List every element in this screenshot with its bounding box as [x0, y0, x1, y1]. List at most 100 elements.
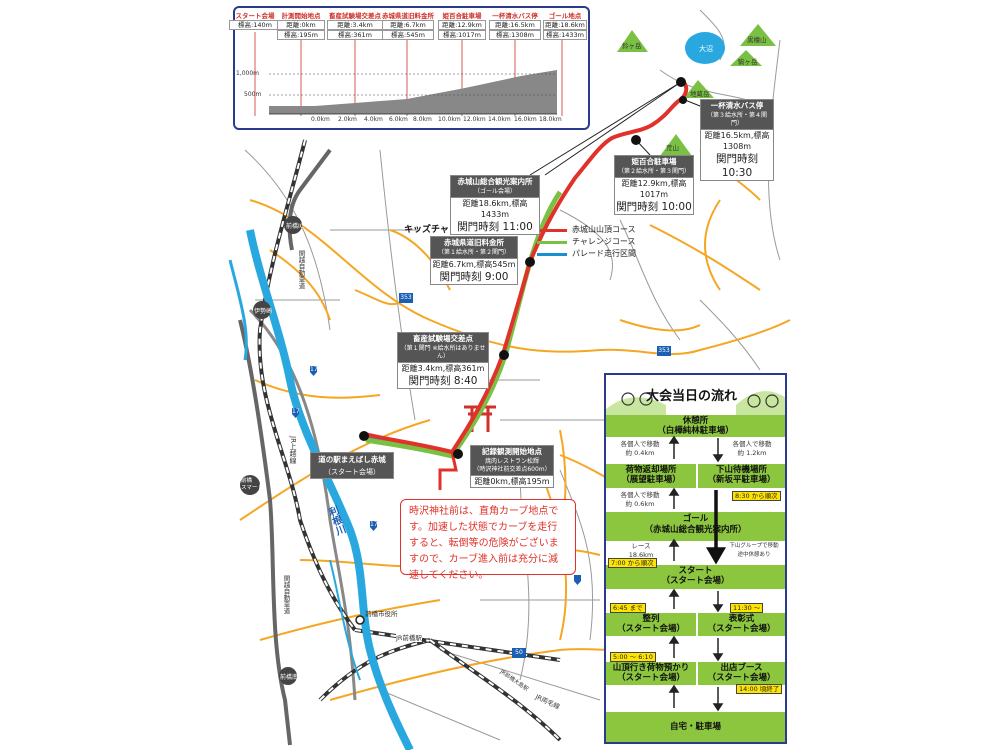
checkpoint-sub: （第１関門 ※給水所はありません）	[398, 345, 488, 362]
checkpoint-title: 畜産試験場交差点	[398, 333, 488, 345]
checkpoint-gate-time: 関門時刻 10:30	[701, 152, 773, 180]
flow-step-rest-area: 休憩所 （白樺純林駐車場）	[606, 415, 785, 437]
route-number: 353	[400, 294, 412, 301]
checkpoint-sub: （ゴール会場）	[451, 188, 539, 197]
checkpoint-gate-time: 関門時刻 9:00	[431, 270, 517, 284]
time-tag: 11:30 〜	[730, 603, 764, 613]
mountain-label: 地蔵岳	[690, 90, 710, 98]
checkpoint-title: 姫百合駐車場	[615, 156, 693, 168]
legend-swatch-blue	[537, 253, 567, 256]
elev-point-value: 標高:195m	[277, 30, 325, 40]
legend-label: チャレンジコース	[572, 237, 636, 246]
checkpoint-distance: 距離16.5km,標高1308m	[701, 129, 773, 152]
elev-point-value: 距離:12.9km	[438, 20, 486, 30]
elev-point-name: スタート会場	[235, 12, 275, 20]
rail-label: JR上越線	[289, 436, 297, 464]
elev-point: 一杯清水バス停 距離:16.5km 標高:1308m	[489, 12, 541, 40]
flow-step-goal: ゴール （赤城山総合観光案内所）	[606, 512, 785, 541]
route-number: 50	[515, 649, 523, 656]
elev-point-value: 標高:545m	[382, 30, 434, 40]
flow-step-home: 自宅・駐車場	[606, 712, 785, 742]
station-label: JR前橋駅	[396, 632, 422, 642]
checkpoint-old-tollgate: 赤城県道旧料金所 （第１給水所・第２関門） 距離6.7km,標高545m 関門時…	[430, 236, 518, 285]
route-number: 17	[370, 521, 378, 528]
start-venue-michi-no-eki: 道の駅まえばし赤城 （スタート会場）	[310, 452, 394, 479]
elev-point: ゴール地点 距離:18.6km 標高:1433m	[543, 12, 587, 40]
time-tag: 7:00 から順次	[608, 558, 657, 568]
elev-point-value: 標高:1433m	[543, 30, 587, 40]
checkpoint-sub: （第３給水所・第４関門）	[701, 112, 773, 129]
lake-onuma	[685, 32, 725, 64]
x-tick: 16.0km	[514, 116, 537, 123]
elev-point-value: 距離:3.4km	[327, 20, 383, 30]
flow-title-art	[606, 391, 785, 415]
elev-point-name: 赤城県道旧料金所	[382, 12, 434, 20]
x-tick: 2.0km	[338, 116, 357, 123]
elev-point-value: 標高:140m	[229, 20, 281, 30]
elev-point: スタート会場 標高:140m	[229, 12, 281, 30]
expressway	[238, 319, 292, 746]
checkpoint-title: 記録観測開始地点	[471, 446, 553, 458]
checkpoint-livestock-intersection: 畜産試験場交差点 （第１関門 ※給水所はありません） 距離3.4km,標高361…	[397, 332, 489, 389]
checkpoint-distance: 距離18.6km,標高1433m	[451, 197, 539, 220]
elev-point: 計測開始地点 距離:0km 標高:195m	[277, 12, 325, 40]
x-tick: 14.0km	[488, 116, 511, 123]
route-shields	[292, 293, 671, 658]
checkpoint-distance: 距離6.7km,標高545m	[431, 258, 517, 270]
elevation-profile: スタート会場 標高:140m 計測開始地点 距離:0km 標高:195m 畜産試…	[229, 6, 590, 130]
route-number: 353	[658, 347, 670, 354]
ic-label: 前橋南IC	[280, 674, 304, 681]
x-tick: 0.0km	[311, 116, 330, 123]
legend-label: 赤城山山頂コース	[572, 225, 636, 234]
ic-label: 前橋 スマート	[241, 478, 263, 491]
mountain-label: 鈴ヶ岳	[622, 42, 642, 50]
checkpoint-title: 一杯清水バス停	[701, 100, 773, 112]
summit-route	[363, 78, 689, 455]
flow-note: 下山グループで移動 途中休憩あり	[729, 543, 779, 558]
flow-note: レース 18.6km	[628, 542, 654, 559]
start-spur	[438, 451, 458, 490]
ic-label: 伊勢崎	[254, 308, 273, 315]
elev-point-name: ゴール地点	[548, 12, 582, 20]
route-number: 17	[310, 366, 318, 373]
elev-point-value: 標高:361m	[327, 30, 383, 40]
expressway-north	[287, 148, 332, 251]
checkpoint-sub: 焼肉レストラン松輝 （時沢神社前交差点600m）	[471, 458, 553, 475]
checkpoint-sub: （第２給水所・第３関門）	[615, 168, 693, 177]
checkpoint-distance: 距離0km,標高195m	[471, 475, 553, 487]
flow-step-descent-wait: 下山待機場所 （新坂平駐車場）	[698, 464, 785, 488]
elev-point-value: 標高:1017m	[438, 30, 486, 40]
elev-point-value: 標高:1308m	[489, 30, 541, 40]
flow-step-luggage-return: 荷物返却場所 （展望駐車場）	[606, 464, 696, 488]
checkpoint-title: 赤城県道旧料金所	[431, 237, 517, 249]
elev-point-name: 一杯清水バス停	[492, 12, 538, 20]
city-hall-marker	[355, 615, 365, 625]
checkpoint-ippai-shimizu: 一杯清水バス停 （第３給水所・第４関門） 距離16.5km,標高1308m 関門…	[700, 99, 774, 181]
flow-step-start: スタート （スタート会場）	[606, 565, 785, 589]
checkpoint-sub: （第１給水所・第２関門）	[431, 249, 517, 258]
lake-label: 大沼	[699, 45, 713, 53]
route-number: 17	[292, 408, 300, 415]
checkpoint-himeyuri: 姫百合駐車場 （第２給水所・第３関門） 距離12.9km,標高1017m 関門時…	[614, 155, 694, 215]
x-tick: 4.0km	[364, 116, 383, 123]
ic-markers	[240, 216, 302, 685]
elev-point: 畜産試験場交差点 距離:3.4km 標高:361m	[327, 12, 383, 40]
checkpoint-gate-time: 関門時刻 8:40	[398, 374, 488, 388]
flow-step-awards: 表彰式 （スタート会場）	[698, 613, 785, 636]
checkpoint-goal-info-center: 赤城山総合観光案内所 （ゴール会場） 距離18.6km,標高1433m 関門時刻…	[450, 175, 540, 235]
checkpoint-timing-start: 記録観測開始地点 焼肉レストラン松輝 （時沢神社前交差点600m） 距離0km,…	[470, 445, 554, 488]
checkpoint-title: 道の駅まえばし赤城	[311, 453, 393, 467]
time-tag: 8:30 から順次	[732, 491, 781, 501]
checkpoint-title: 赤城山総合観光案内所	[451, 176, 539, 188]
checkpoint-dots	[359, 77, 687, 459]
x-tick: 18.0km	[539, 116, 562, 123]
mountain-label: 黒檜山	[747, 36, 767, 44]
flow-step-luggage-checkin: 山頂行き荷物預かり （スタート会場）	[606, 662, 696, 685]
flow-note: 各個人で移動 約 0.6km	[620, 491, 660, 508]
flow-note: 各個人で移動 約 1.2km	[732, 440, 772, 457]
elev-point: 姫百合駐車場 距離:12.9km 標高:1017m	[438, 12, 486, 40]
mountain-label: 駒ヶ岳	[738, 58, 758, 66]
checkpoint-distance: 距離12.9km,標高1017m	[615, 177, 693, 200]
mountains	[617, 24, 776, 156]
rivers	[228, 229, 414, 750]
